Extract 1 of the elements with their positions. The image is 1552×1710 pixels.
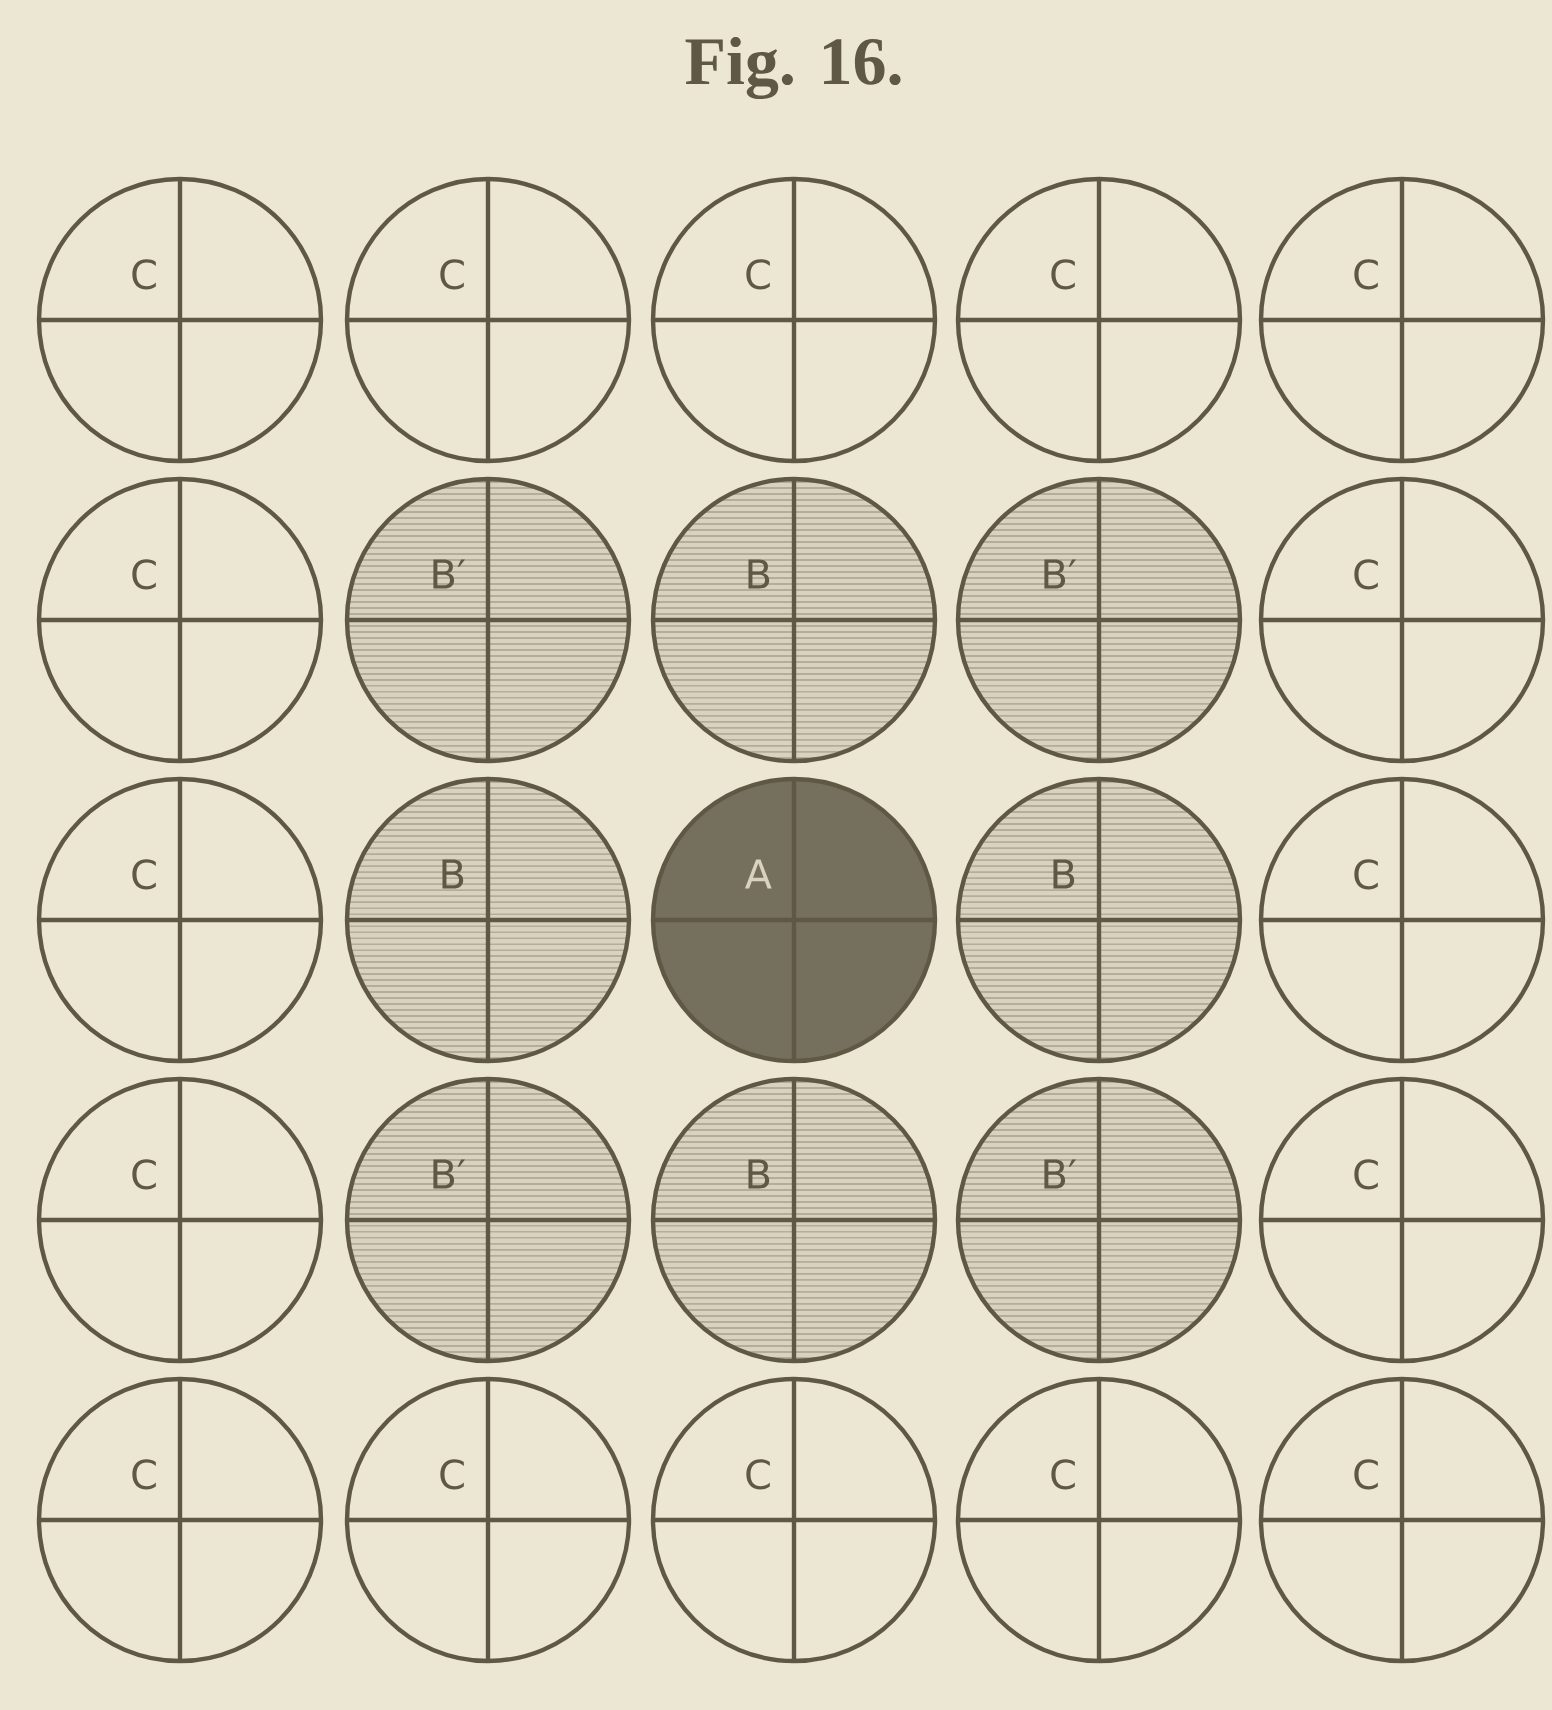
figure-title: Fig. 16. [685,36,901,100]
